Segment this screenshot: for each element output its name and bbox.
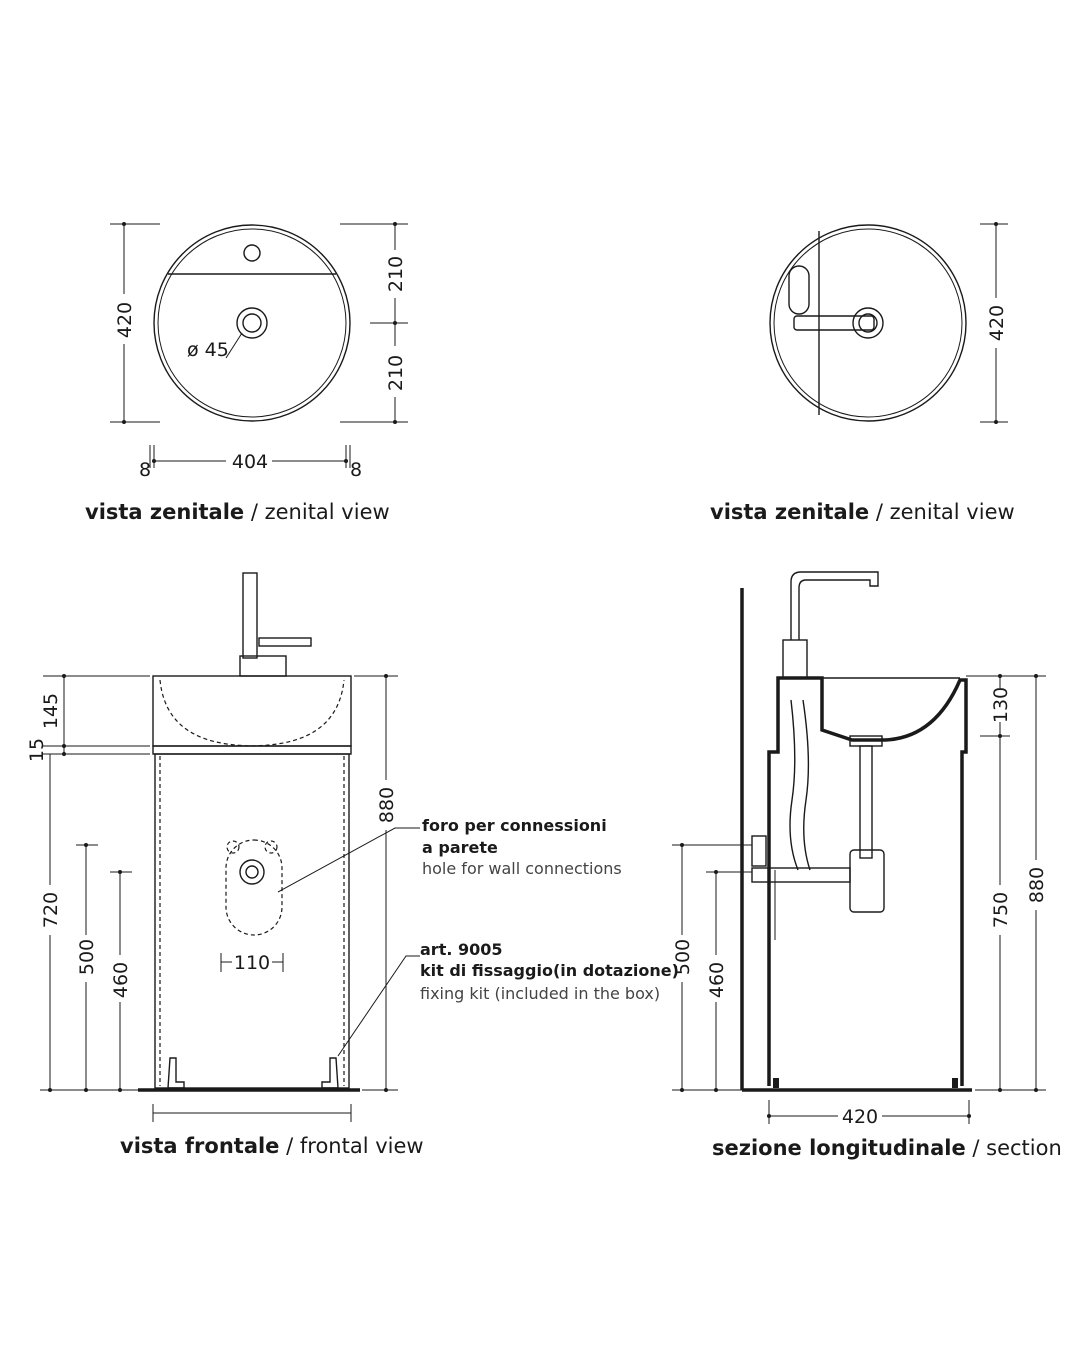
- basin-outline-circle: [153, 224, 351, 422]
- wall-connection-hole: [225, 839, 283, 936]
- note-kit-en: fixing kit (included in the box): [420, 984, 660, 1003]
- wall-pipe-inner: [245, 865, 259, 879]
- dim-500-front: 500: [76, 843, 98, 1092]
- dim-880-front: 880: [354, 674, 398, 1092]
- basin-hidden-bowl: [159, 679, 345, 747]
- dim-depth-left: 420: [110, 222, 160, 424]
- dim-section-left: 500 460: [672, 843, 752, 1092]
- leader-wall-hole: [277, 827, 420, 893]
- note-hole-it-2: a parete: [422, 838, 498, 857]
- dim-basin-label: 145: [40, 693, 62, 729]
- view-front: 145 15 720 500 460: [26, 572, 679, 1158]
- dim-width-front: [152, 1104, 352, 1122]
- basin-inner-circle: [157, 228, 347, 418]
- dim-depth-right-label: 420: [986, 305, 1008, 341]
- note-kit-art: art. 9005: [420, 940, 503, 959]
- drain-hole-inner: [242, 313, 262, 333]
- tap-body-outline: [788, 265, 810, 315]
- dim-500-section-label: 500: [672, 939, 694, 975]
- dim-depth-label: 420: [114, 302, 136, 338]
- tap-spout-outline: [793, 315, 875, 331]
- dim-margin-left-label: 8: [139, 459, 151, 481]
- caption-section: sezione longitudinale / section: [712, 1136, 1062, 1160]
- dim-width-label: 404: [232, 451, 268, 473]
- dim-460-section-label: 460: [706, 962, 728, 998]
- dim-420-section-label: 420: [842, 1106, 878, 1128]
- tap-hole: [243, 244, 261, 262]
- dim-420-section: 420: [767, 1100, 971, 1128]
- leader-fixing-kit: [337, 955, 420, 1057]
- view-section: 130 750 880 500 460: [672, 571, 1062, 1160]
- drain-inner-right: [858, 313, 878, 333]
- drain-hole-outer: [236, 307, 268, 339]
- siphon-body: [849, 849, 885, 913]
- note-hole-en: hole for wall connections: [422, 859, 622, 878]
- dim-750-label: 750: [990, 892, 1012, 928]
- dim-720: 720: [40, 754, 138, 1092]
- dim-depth-right: 420: [980, 222, 1008, 424]
- dim-rim-label: 15: [26, 738, 48, 762]
- dim-110-label: 110: [234, 952, 270, 974]
- caption-top-left: vista zenitale / zenital view: [85, 500, 390, 524]
- fixing-bracket-right: [321, 1057, 339, 1089]
- wall-valve: [751, 835, 767, 867]
- caption-front: vista frontale / frontal view: [120, 1134, 424, 1158]
- dim-130-label: 130: [990, 687, 1012, 723]
- dim-section-right: 130 750 880: [966, 674, 1048, 1092]
- basin-front: [152, 675, 352, 747]
- hole-diameter-label: ø 45: [187, 339, 229, 361]
- dim-460-front: 460: [110, 870, 132, 1092]
- dim-half-bottom-label: 210: [385, 355, 407, 391]
- drain-pipe: [859, 745, 873, 859]
- basin-inner-circle-right: [773, 228, 963, 418]
- dim-110: 110: [220, 952, 284, 974]
- tap-lever: [258, 637, 312, 647]
- dim-margin-right-label: 8: [350, 459, 362, 481]
- siphon-outlet: [751, 867, 851, 883]
- hose-right: [802, 699, 811, 871]
- tap-base: [239, 655, 287, 677]
- view-top-left: ø 45 420 210 210: [85, 222, 408, 524]
- tap-body-section: [782, 639, 808, 679]
- column-front: [154, 753, 350, 1089]
- hose-left: [789, 699, 799, 871]
- note-kit-it: kit di fissaggio(in dotazione): [420, 961, 679, 980]
- fixing-bracket-left: [167, 1057, 185, 1089]
- dim-460-front-label: 460: [110, 962, 132, 998]
- dim-width-bottom: 404 8 8: [139, 445, 362, 481]
- caption-top-right: vista zenitale / zenital view: [710, 500, 1015, 524]
- basin-rim: [152, 745, 352, 755]
- hole-leader-line: [225, 332, 243, 359]
- basin-outline-circle-right: [769, 224, 967, 422]
- dim-880-front-label: 880: [376, 787, 398, 823]
- dim-basin-stack: 145 15: [26, 674, 150, 762]
- view-top-right: 420 vista zenitale / zenital view: [710, 222, 1015, 524]
- tap-section: [790, 571, 879, 640]
- dim-500-front-label: 500: [76, 939, 98, 975]
- drain-outer-right: [852, 307, 884, 339]
- wall-pipe-outer: [239, 859, 265, 885]
- dim-half-top-label: 210: [385, 256, 407, 292]
- dim-halves-right: 210 210: [340, 222, 408, 424]
- dim-720-label: 720: [40, 892, 62, 928]
- note-hole-it-1: foro per connessioni: [422, 816, 607, 835]
- tap-column: [242, 572, 258, 659]
- dim-880-section-label: 880: [1026, 867, 1048, 903]
